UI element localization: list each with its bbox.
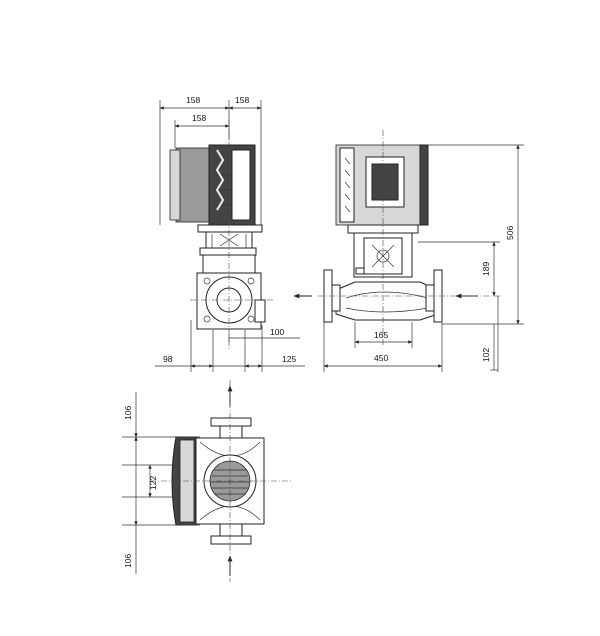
dim-top-upper-clearance: 106 xyxy=(123,406,133,420)
front-view: 506 189 102 165 450 xyxy=(293,130,524,372)
dim-side-top-right: 158 xyxy=(235,95,249,105)
dim-front-below-port: 102 xyxy=(481,348,491,362)
dim-front-port-height: 189 xyxy=(481,262,491,276)
dim-side-bottom-left: 98 xyxy=(163,354,173,364)
dim-front-base-width: 165 xyxy=(374,330,388,340)
dim-side-top-left: 158 xyxy=(186,95,200,105)
dim-front-port-to-port: 450 xyxy=(374,353,388,363)
dim-side-top-inner: 158 xyxy=(192,113,206,123)
dim-front-total-height: 506 xyxy=(505,226,515,240)
dim-side-bottom-right: 125 xyxy=(282,354,296,364)
side-view-terminal-box xyxy=(175,147,211,223)
dim-top-flange-width: 122 xyxy=(148,476,158,490)
top-view: 106 122 106 xyxy=(122,380,292,582)
side-view: 158 158 158 100 98 125 xyxy=(155,95,305,372)
dim-side-offset: 100 xyxy=(270,327,284,337)
dim-top-lower-clearance: 106 xyxy=(123,554,133,568)
